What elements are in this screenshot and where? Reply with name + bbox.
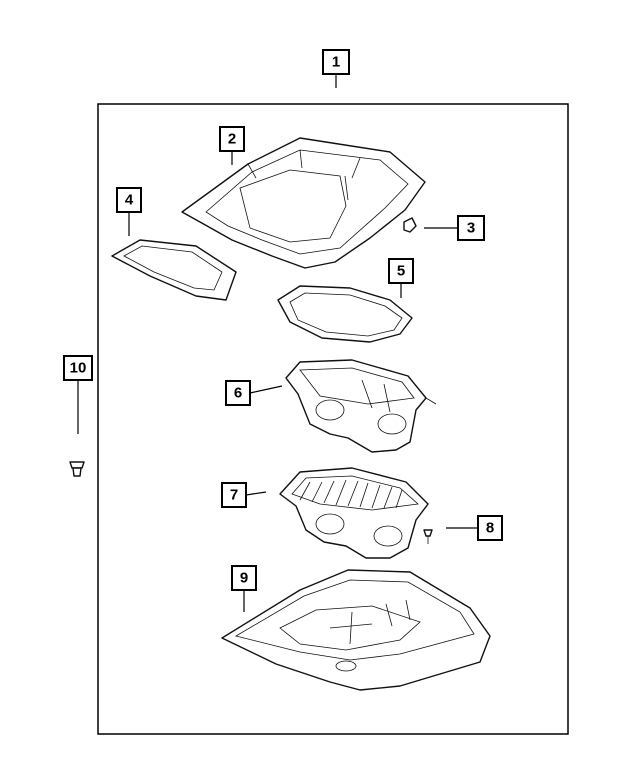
svg-text:10: 10: [70, 360, 87, 377]
svg-text:4: 4: [125, 192, 134, 209]
svg-text:3: 3: [467, 220, 475, 237]
part-3-clip: [403, 217, 417, 233]
callout-9[interactable]: 9: [231, 565, 257, 612]
svg-text:6: 6: [234, 385, 242, 402]
assembly-frame: [97, 103, 569, 735]
svg-text:8: 8: [486, 520, 494, 537]
callout-8[interactable]: 8: [446, 515, 503, 541]
part-2-console-bezel: [181, 137, 426, 269]
svg-text:7: 7: [230, 487, 238, 504]
svg-text:5: 5: [397, 263, 405, 280]
part-9-console-base: [221, 569, 491, 691]
part-7-cupholder-lower: [279, 467, 429, 559]
callout-3[interactable]: 3: [424, 215, 485, 241]
part-8-screw: [423, 529, 433, 544]
callout-1[interactable]: 1: [322, 49, 350, 88]
part-6-cupholder-upper: [285, 359, 437, 453]
callout-7[interactable]: 7: [221, 482, 267, 508]
callout-4[interactable]: 4: [116, 187, 142, 236]
part-4-tray: [111, 239, 237, 301]
callout-6[interactable]: 6: [225, 380, 283, 406]
svg-text:2: 2: [228, 131, 236, 148]
svg-text:1: 1: [332, 54, 340, 71]
part-10-push-pin: [69, 461, 85, 477]
svg-text:9: 9: [240, 570, 248, 587]
part-5-gasket: [277, 285, 413, 343]
callout-2[interactable]: 2: [219, 126, 245, 165]
callout-10[interactable]: 10: [63, 355, 93, 434]
callout-5[interactable]: 5: [388, 258, 414, 298]
